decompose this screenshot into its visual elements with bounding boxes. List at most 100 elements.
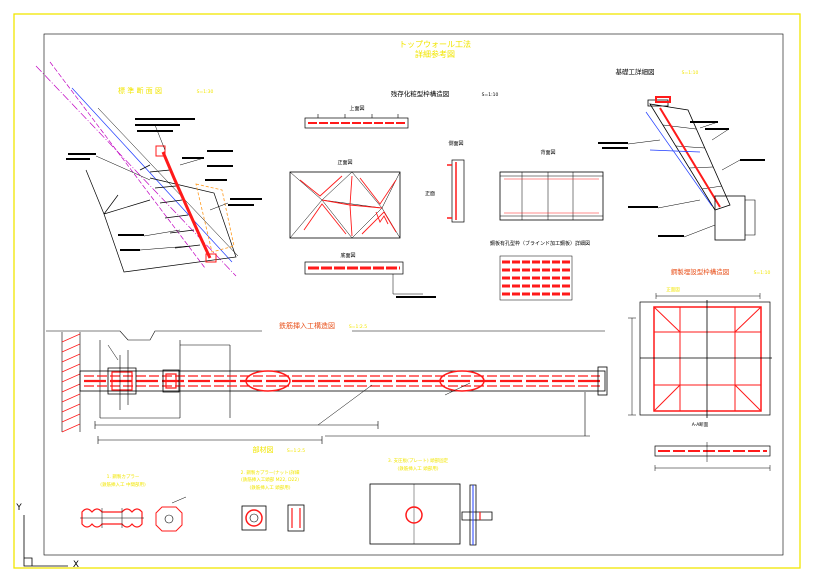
part-3-bearing-plate [369, 483, 461, 545]
steel-form-view: 鋼製埋設型枠構造図 S=1:10 正面図 A-A断面 [628, 267, 772, 471]
standard-section-view: 標 準 断 面 図 S=1:30 [35, 61, 262, 277]
part-3-plate-side [461, 484, 493, 546]
bottom-view-label: 底面図 [340, 252, 355, 259]
rebar-wall-hatch [61, 333, 81, 433]
rebar-insertion-view: 鉄筋挿入工構造図 S=1:2.5 [46, 321, 608, 444]
parts-view: 部材図 S=1:2.5 1. 鋼製カプラー (鉄筋挿入工 中間部用) 2. 鋼製… [80, 445, 493, 546]
part-1-coupler-outline [80, 508, 144, 528]
formwork-structure-view: 残存化粧型枠構造図 S=1:10 上面図 正面図 側面図 正面 背面図 底面図 … [289, 89, 604, 301]
back-view-red-lines [504, 178, 599, 214]
standard-section-scale: S=1:30 [197, 89, 214, 95]
back-view-label: 背面図 [540, 149, 555, 156]
slope-line-blue [71, 87, 233, 263]
part-1-nut-hole [164, 514, 174, 524]
foundation-wall-hatch [662, 124, 723, 190]
front-view-panel [289, 171, 401, 239]
front-view-star-red [299, 175, 397, 237]
part-3-caption-sub: (鉄筋挿入工 頭部用) [398, 465, 439, 472]
part-1-nut-end [155, 506, 183, 532]
perforated-detail-bars [502, 260, 570, 296]
rebar-title: 鉄筋挿入工構造図 [279, 321, 335, 330]
steel-form-red-frame [653, 306, 762, 412]
drawing-subtitle: 詳細参考図 [415, 49, 455, 59]
part-2-caption-sub-2: (鉄筋挿入工 頭部用) [250, 484, 291, 491]
steel-form-dimensions [628, 293, 761, 416]
steel-form-red-grid [653, 306, 762, 412]
side-view-red-line [447, 162, 457, 220]
foundation-blue-lines [645, 111, 713, 207]
steel-form-view-label: 正面図 [666, 287, 680, 293]
foundation-scale: S=1:10 [682, 70, 699, 76]
part-3-caption: 3. 支圧板(プレート) 頭部固定 [388, 457, 449, 464]
foundation-note-bars [598, 121, 765, 237]
steel-form-outline [639, 301, 771, 416]
wall-ladder-lines [139, 164, 201, 249]
ground-outline [85, 169, 237, 273]
inner-drawing-frame [43, 33, 784, 556]
rebar-coupler-1 [245, 370, 291, 392]
drawing-title: トップウォール工法 [399, 39, 471, 49]
slope-line-magenta-1 [35, 65, 237, 277]
rebar-frame-lines [46, 330, 605, 419]
rebar-end-cap [597, 366, 608, 396]
rebar-scale: S=1:2.5 [349, 324, 367, 330]
steel-form-section-strip [654, 445, 771, 457]
part-1-caption: 1. 鋼製カプラー [107, 473, 140, 480]
back-view-panel [499, 171, 604, 221]
rebar-head-red [111, 371, 177, 391]
side-view-label: 側面図 [448, 140, 463, 147]
backfill-dashed-outline [195, 183, 235, 253]
wall-end-blocks [155, 145, 217, 263]
annotation-leaders [95, 124, 229, 251]
part-2-nut-red [245, 509, 263, 527]
rebar-leaders [107, 344, 471, 426]
rebar-coupler-2 [439, 370, 485, 392]
front-view-label: 正面図 [337, 160, 352, 166]
foundation-wall-outline [647, 99, 731, 211]
part-2-nut-bore [249, 513, 259, 523]
rebar-bar-edge-lines [84, 375, 600, 387]
rebar-bar-outline [79, 370, 606, 392]
foundation-title: 基礎工詳細図 [616, 67, 655, 76]
part-2-nut-side [287, 504, 305, 532]
front-view-star-frame [289, 171, 401, 239]
ucs-axes [23, 515, 68, 567]
side-view-panel [451, 159, 465, 223]
formwork-title: 残存化粧型枠構造図 [391, 89, 450, 98]
part-2-caption: 2. 鋼製カプラー(ナット)詳細 [241, 469, 300, 476]
footing-block [714, 195, 746, 241]
steel-form-section-label: A-A断面 [692, 421, 709, 428]
front-direction-mark: 正面 [425, 191, 435, 197]
part-3-bolt-hole [405, 506, 423, 524]
annotation-text-bars [66, 118, 262, 251]
footing-side [745, 199, 756, 236]
part-2-nut-plate [241, 505, 267, 531]
top-wall-red [161, 151, 212, 259]
foundation-wall-red [655, 96, 721, 208]
part-1-leader [171, 496, 187, 504]
part-2-caption-sub-1: (鉄筋挿入工頭部 M22, D22) [241, 476, 299, 483]
part-1-caption-sub: (鉄筋挿入工 中間部用) [100, 481, 146, 488]
perforated-detail-label: 鋼板有孔型枠（ブラインド加工鋼板）詳細図 [490, 240, 590, 247]
ucs-x-label: X [73, 560, 79, 570]
slope-line-magenta-2 [49, 61, 206, 269]
rebar-wall-edges [61, 332, 81, 432]
top-view-strip [304, 117, 409, 129]
rebar-head-blocks [107, 367, 180, 395]
steel-form-scale: S=1:10 [754, 270, 771, 276]
bottom-view-leader [392, 274, 423, 295]
rebar-pins [119, 350, 129, 410]
top-view-label: 上面図 [349, 105, 364, 112]
ucs-y-label: Y [15, 503, 22, 513]
part-1-coupler [81, 508, 143, 528]
part-2-nut-side-red [291, 508, 301, 528]
ucs-icon: Y X [15, 503, 79, 570]
parts-title: 部材図 [253, 445, 274, 454]
foundation-detail-view: 基礎工詳細図 S=1:10 [598, 67, 765, 241]
parts-scale: S=1:2.5 [287, 448, 305, 454]
rebar-dimension-lines [94, 392, 590, 444]
bottom-view-strip [304, 261, 404, 275]
foundation-leaders [627, 121, 741, 238]
top-view-ticks [317, 114, 399, 118]
